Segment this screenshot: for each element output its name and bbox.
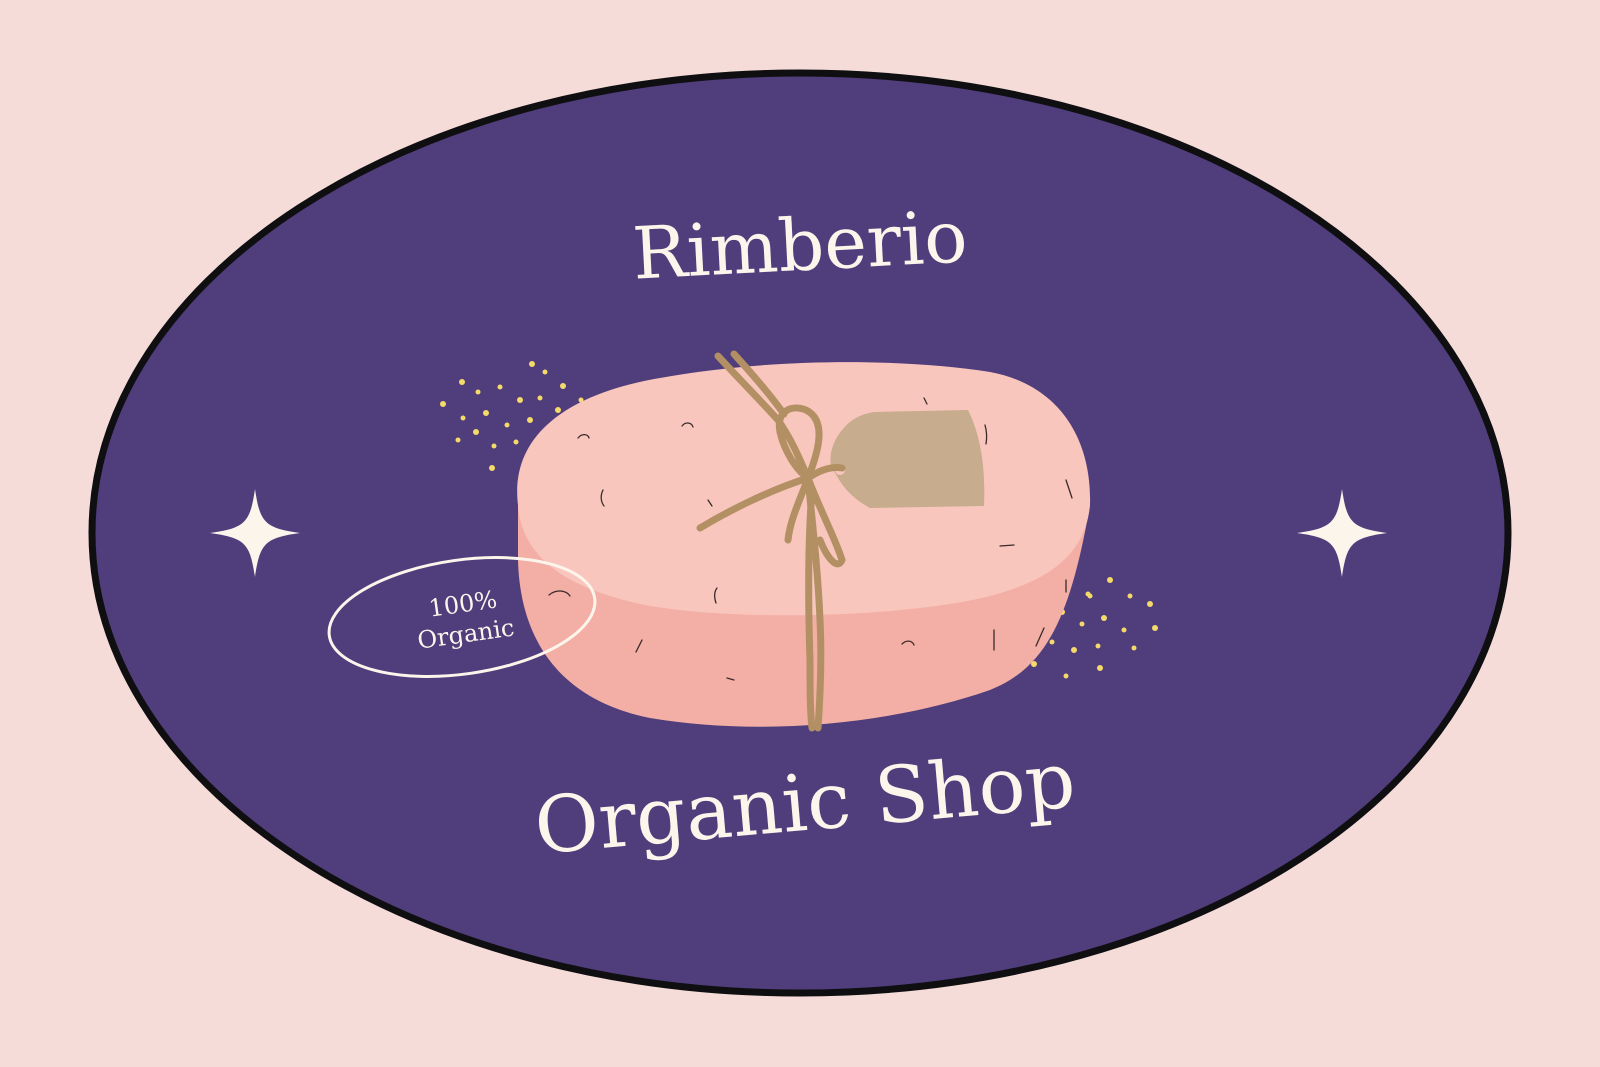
sparkle-icon: [210, 489, 300, 577]
soap-speckles: [548, 397, 1073, 681]
dot-cluster-left: [440, 361, 584, 471]
twine: [696, 350, 846, 732]
organic-badge-ring: [327, 556, 597, 678]
sparkle-icon: [1297, 489, 1387, 577]
soap-bar-icon: [517, 350, 1091, 732]
brand-name: Rimberio: [631, 194, 970, 295]
gift-tag: [830, 410, 985, 508]
